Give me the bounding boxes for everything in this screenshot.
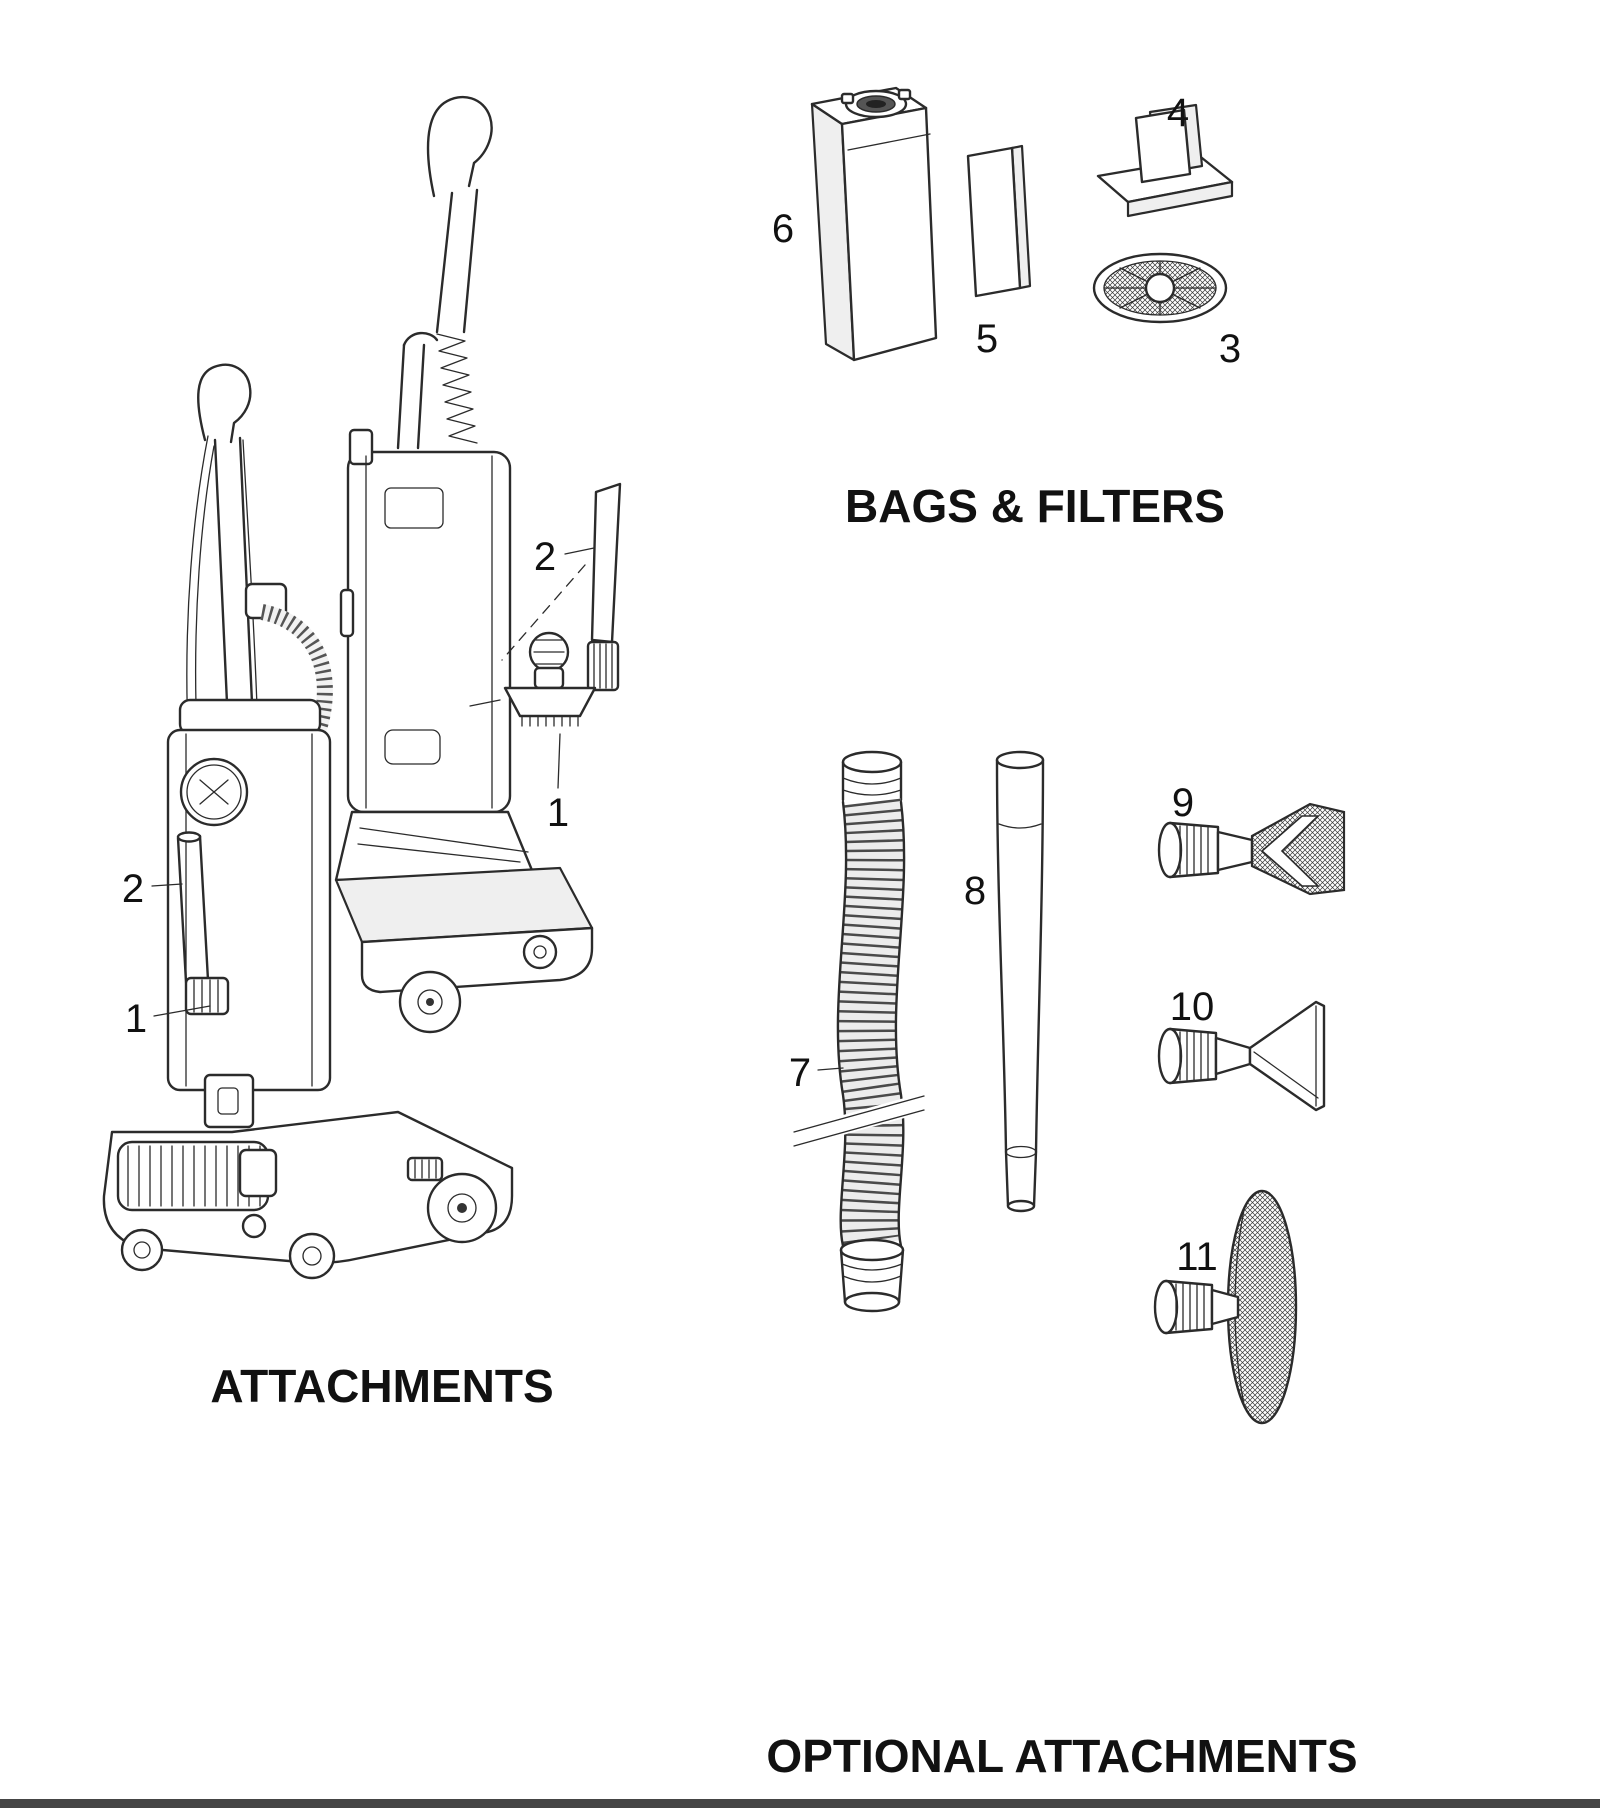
section-title-bags-filters: BAGS & FILTERS [845, 480, 1225, 532]
part-label-9: 9 [1172, 781, 1194, 825]
part-label-3: 3 [1219, 327, 1241, 371]
part-label-7: 7 [789, 1051, 811, 1095]
combo-tool-illustration [469, 564, 597, 727]
bottom-bar [0, 1799, 1600, 1808]
dusting-brush-illustration [1157, 802, 1346, 896]
part-label-6: 6 [772, 207, 794, 251]
part-label-4: 4 [1167, 91, 1189, 135]
part-label-10: 10 [1170, 985, 1215, 1029]
part-label-2-crevice: 2 [534, 535, 556, 579]
part-label-1-combo: 1 [547, 791, 569, 835]
section-title-attachments: ATTACHMENTS [210, 1360, 553, 1412]
filter-frame-illustration [1096, 103, 1234, 218]
rear-vacuum-illustration [334, 95, 594, 1034]
front-vacuum-illustration [102, 363, 514, 1280]
part-label-11: 11 [1176, 1235, 1218, 1279]
part-label-8: 8 [964, 869, 986, 913]
leader-lines [151, 547, 844, 1071]
flat-filter-illustration [966, 144, 1032, 298]
part-label-1-cuff: 1 [125, 997, 147, 1041]
floor-brush-illustration [1153, 1189, 1298, 1425]
wand-illustration [995, 750, 1045, 1213]
section-title-optional-attachments: OPTIONAL ATTACHMENTS [766, 1730, 1357, 1782]
wide-nozzle-illustration [1157, 1000, 1326, 1112]
crevice-tool-illustration [586, 482, 622, 692]
dust-bag-illustration [810, 86, 938, 362]
filter-tray-illustration [1092, 252, 1228, 324]
hose-illustration [793, 750, 926, 1313]
part-label-5: 5 [976, 317, 998, 361]
part-label-2-wand: 2 [122, 867, 144, 911]
